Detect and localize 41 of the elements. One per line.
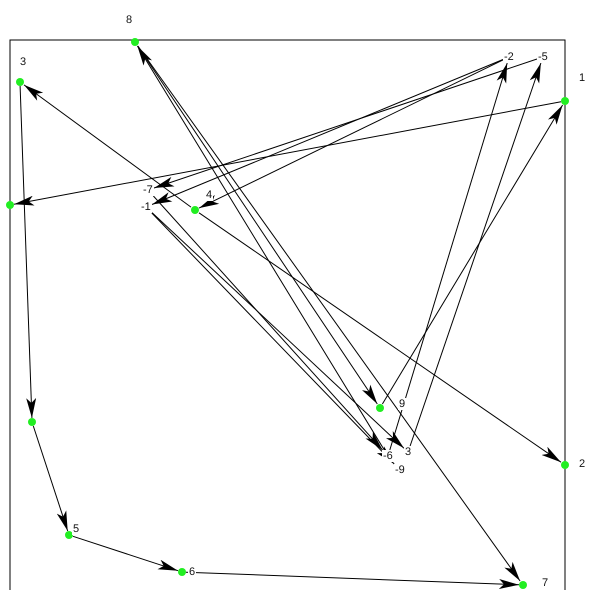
graph-vertex <box>131 38 139 46</box>
arrow <box>72 536 178 572</box>
arrow <box>152 59 504 205</box>
vertex-label: 1 <box>578 72 586 84</box>
point-label: -6 <box>382 450 394 462</box>
arrow <box>198 212 562 463</box>
arrow <box>382 104 564 404</box>
vertex-label: 4 <box>205 189 214 201</box>
graph-vertex <box>178 568 186 576</box>
arrow <box>186 572 520 590</box>
arrow <box>389 62 508 450</box>
point-label: 3 <box>404 446 412 458</box>
point-label: -7 <box>142 184 154 196</box>
arrow <box>20 86 36 418</box>
point-label: -9 <box>394 464 406 476</box>
graph-vertex <box>6 201 14 209</box>
graph-vertex <box>519 581 527 589</box>
vertex-label: 2 <box>578 458 586 470</box>
vertex-label: 6 <box>188 566 196 578</box>
graph-vertex <box>16 78 24 86</box>
vertex-label: 8 <box>125 14 134 26</box>
arrow <box>410 62 542 446</box>
graph-vertex <box>28 418 36 426</box>
point-label: -5 <box>537 51 549 63</box>
graph-vertex <box>561 97 569 105</box>
arrow <box>24 84 192 208</box>
vertex-label: 9 <box>398 398 406 410</box>
graph-vertex <box>376 404 384 412</box>
arrow <box>137 46 521 582</box>
graph-vertex <box>561 461 569 469</box>
graph-vertex <box>65 531 73 539</box>
point-label: -1 <box>140 201 152 213</box>
arrow <box>198 59 504 209</box>
arrow <box>32 426 68 532</box>
arrow <box>154 58 538 188</box>
vertex-label: 7 <box>541 577 550 589</box>
point-label: -2 <box>503 51 515 63</box>
vertex-label: 5 <box>72 523 80 535</box>
graph-vertex <box>191 206 199 214</box>
arrow <box>14 101 562 206</box>
vertex-label: 3 <box>19 56 28 68</box>
